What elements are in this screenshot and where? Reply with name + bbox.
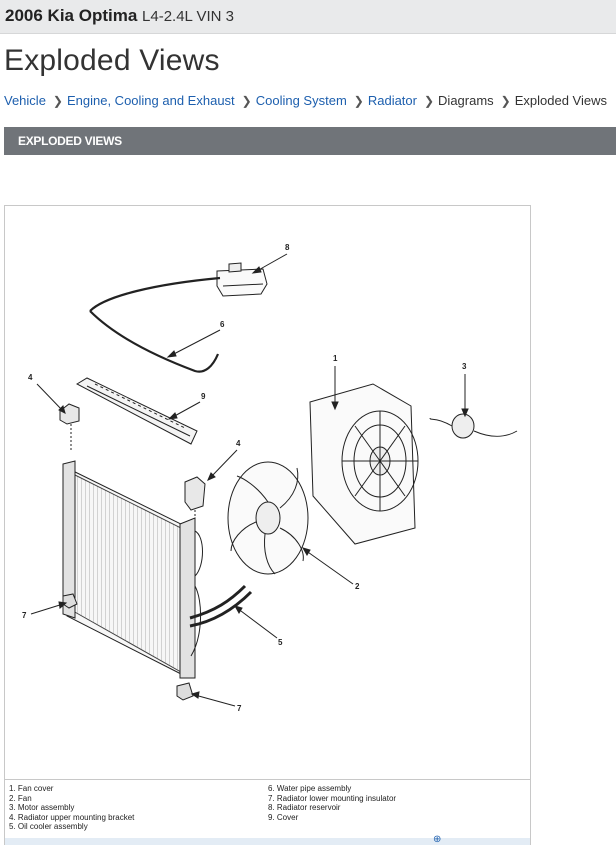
cover-drawing <box>75 377 198 445</box>
callout-1: 1 <box>333 354 338 363</box>
radiator-core-drawing <box>62 460 203 679</box>
legend-item: 2. Fan <box>9 793 32 803</box>
callout-8: 8 <box>285 243 290 252</box>
legend-item: 7. Radiator lower mounting insulator <box>268 793 397 803</box>
chevron-right-icon: ❯ <box>353 94 364 108</box>
breadcrumb-diagrams: Diagrams <box>438 93 494 108</box>
page-title: Exploded Views <box>4 44 220 77</box>
legend-item: 4. Radiator upper mounting bracket <box>9 812 135 822</box>
callout-4-right: 4 <box>236 439 241 448</box>
chevron-right-icon: ❯ <box>241 94 252 108</box>
callout-3: 3 <box>462 362 467 371</box>
breadcrumb-cooling-system[interactable]: Cooling System <box>255 93 347 108</box>
legend-column-right: 6. Water pipe assembly 7. Radiator lower… <box>268 784 396 822</box>
section-title: EXPLODED VIEWS <box>18 134 122 148</box>
chevron-right-icon: ❯ <box>423 94 435 108</box>
callout-5: 5 <box>278 638 283 647</box>
fan-drawing <box>227 461 309 575</box>
breadcrumb-radiator[interactable]: Radiator <box>367 93 417 108</box>
bracket-right-drawing <box>184 476 206 524</box>
chevron-right-icon: ❯ <box>500 94 511 108</box>
section-header: EXPLODED VIEWS <box>4 127 616 155</box>
vehicle-title: 2006 Kia Optima L4-2.4L VIN 3 <box>5 6 234 26</box>
exploded-view-diagram: 8 6 1 3 4 4 9 2 5 7 7 <box>22 243 518 713</box>
figure-toolbar: ⊕ <box>5 834 530 845</box>
breadcrumb: Vehicle❯Engine, Cooling and Exhaust❯Cool… <box>4 93 607 108</box>
legend-item: 8. Radiator reservoir <box>268 803 341 813</box>
vehicle-name: 2006 Kia Optima <box>5 6 138 25</box>
callout-9: 9 <box>201 392 206 401</box>
bracket-left-drawing <box>59 403 80 451</box>
callout-4-left: 4 <box>28 373 33 382</box>
figure-legend: 1. Fan cover 2. Fan 3. Motor assembly 4.… <box>5 779 530 841</box>
motor-drawing <box>429 413 518 439</box>
legend-item: 6. Water pipe assembly <box>268 784 352 793</box>
breadcrumb-current: Exploded Views <box>514 93 607 108</box>
exploded-view-figure[interactable]: 8 6 1 3 4 4 9 2 5 7 7 1. Fan cover 2. Fa… <box>4 205 531 845</box>
chevron-right-icon: ❯ <box>52 94 63 108</box>
breadcrumb-engine-cooling-exhaust[interactable]: Engine, Cooling and Exhaust <box>66 93 235 108</box>
callout-7-right: 7 <box>237 704 242 713</box>
legend-column-left: 1. Fan cover 2. Fan 3. Motor assembly 4.… <box>9 784 134 832</box>
callout-7-left: 7 <box>22 611 27 620</box>
zoom-in-icon[interactable]: ⊕ <box>433 834 442 845</box>
legend-item: 5. Oil cooler assembly <box>9 822 88 832</box>
engine-label: L4-2.4L VIN 3 <box>142 8 235 25</box>
breadcrumb-vehicle[interactable]: Vehicle <box>4 93 46 108</box>
fan-cover-drawing <box>309 383 419 545</box>
callout-2: 2 <box>355 582 360 591</box>
legend-item: 3. Motor assembly <box>9 803 75 813</box>
top-bar: 2006 Kia Optima L4-2.4L VIN 3 <box>0 0 616 34</box>
legend-item: 1. Fan cover <box>9 784 54 793</box>
radiator-reservoir-drawing <box>216 262 268 297</box>
legend-item: 9. Cover <box>268 812 299 822</box>
callout-6: 6 <box>220 320 225 329</box>
